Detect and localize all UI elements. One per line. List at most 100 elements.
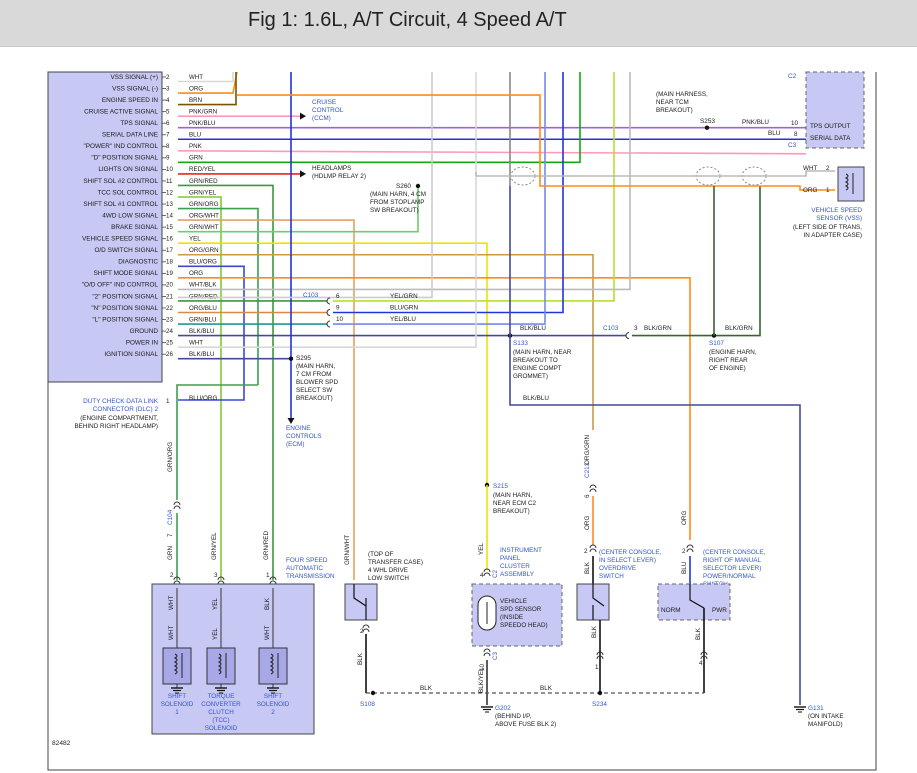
ecm-pin-wire-color: ORG/GRN (189, 247, 219, 254)
ecm-pin-number: 2 (166, 74, 170, 81)
wire-label: GRN (167, 546, 174, 560)
ecm-pin-label: SHIFT MODE SIGNAL (93, 270, 158, 277)
od-switch-label: OVERDRIVE (599, 565, 636, 572)
wire-org-vss1 (237, 94, 835, 191)
vss-sensor-name: SENSOR (VSS) (816, 215, 862, 222)
wire-org-vss-minus (178, 71, 238, 94)
splice-s260-label: S260 (396, 183, 411, 190)
ecm-pin-number: 5 (166, 108, 170, 115)
ecm-pin-wire-color: YEL (189, 236, 201, 243)
splice-s260-desc: (MAIN HARN, 4 CM (370, 191, 426, 198)
wire-label: BLK (540, 685, 553, 692)
ecm-pin-number: 20 (166, 282, 173, 289)
ecm-pin-wire-color: BLU (189, 132, 201, 139)
ground-g202-label: G202 (495, 705, 511, 712)
wire-label: BLK (264, 597, 271, 610)
cluster-label: PANEL (500, 555, 521, 562)
tcm-box (805, 71, 865, 149)
ecm-pin-number: 14 (166, 212, 173, 219)
wire-label: YEL (478, 543, 485, 555)
ecm-pin-wire-color: RED/YEL (189, 166, 216, 173)
wire-label: WHT (168, 596, 175, 610)
connector-c103-label: C103 (603, 325, 619, 332)
diagram-frame (47, 72, 877, 771)
connector-c2-label: C2 (788, 73, 797, 80)
transmission-pin-icon (217, 576, 225, 585)
arrow-down-icon (287, 418, 295, 424)
pin-number: 10 (479, 663, 486, 671)
splice-s107-desc: RIGHT REAR (709, 357, 748, 364)
ecm-pin-label: ENGINE SPEED IN (102, 97, 158, 104)
connector-pin-number: 7 (167, 533, 174, 537)
wire-wht-top-return (178, 72, 433, 299)
ecm-pin-wire-color: PNK/BLU (189, 120, 215, 127)
connector-c104-label: C104 (167, 509, 174, 525)
splice-s108-label: S108 (360, 701, 375, 708)
coil-icon (844, 173, 849, 191)
connector-pin-number: 6 (584, 494, 591, 498)
pin-number: 4 (699, 660, 703, 667)
transmission-pin-number: 1 (266, 572, 270, 579)
ecm-pin-label: "POWER" IND CONTROL (84, 143, 159, 150)
ecm-arrow-label: ENGINE (286, 425, 311, 432)
splice-s260-dot (415, 183, 421, 189)
connector-c2-label: C2 (492, 569, 499, 578)
ecm-pin-wire-color: GRN/ORG (189, 201, 219, 208)
splice-s107-desc: OF ENGINE) (709, 365, 746, 372)
title-bar: Fig 1: 1.6L, A/T Circuit, 4 Speed A/T (0, 0, 917, 47)
arrow-right-icon (300, 112, 306, 120)
ecm-pin-wire-color: BLK/BLU (189, 351, 214, 358)
splice-s108-dot (370, 690, 376, 696)
wire-label: BLK (357, 652, 364, 665)
splice-s253-desc: BREAKOUT) (656, 107, 693, 114)
dlc-location: (ENGINE COMPARTMENT, (80, 415, 158, 422)
ecm-pin-number: 16 (166, 236, 173, 243)
shift-solenoid-2-label: SOLENOID (257, 701, 290, 708)
wire-yel-blu-lpos (333, 72, 546, 325)
ecm-pin-label: 4WD LOW SIGNAL (102, 212, 158, 219)
switch-norm-label: NORM (661, 607, 681, 614)
ecm-pin-wire-color: ORG/BLU (189, 305, 217, 312)
wire-grn-red-sol2 (178, 184, 274, 580)
connector-icon (596, 651, 604, 660)
vss-pin-wire: ORG (803, 187, 817, 194)
switch-contact-icon (592, 584, 605, 607)
wire-label: GRN/RED (263, 531, 270, 560)
wire-label: BLK/BLU (523, 395, 549, 402)
ecm-connector-box (47, 71, 163, 383)
cluster-label: INSTRUMENT (500, 547, 542, 554)
power-normal-switch-label: (CENTER CONSOLE, (703, 549, 766, 556)
tcc-solenoid-label: (TCC) (212, 717, 229, 724)
ecm-pin-label: IGNITION SIGNAL (104, 351, 158, 358)
wire-org-shift-mode (178, 277, 691, 540)
connector-pin-number: 3 (634, 325, 638, 332)
ecm-pin-wire-color: PNK/GRN (189, 108, 217, 115)
ecm-pin-number: 24 (166, 328, 173, 335)
wire-brn-engine-speed (178, 72, 237, 106)
wire-label: BLK (420, 685, 433, 692)
wire-grn-org-sol1 (178, 207, 259, 385)
connector-c104-icon (173, 501, 181, 510)
transfer-case-switch-label: TRANSFER CASE) (368, 559, 423, 566)
pin-number: 2 (682, 548, 686, 555)
wire-label: BLU/ORG (189, 395, 217, 402)
wire-label: GRN/WHT (344, 535, 351, 565)
splice-s215-desc: BREAKOUT) (493, 508, 530, 515)
pin-number: 4 (480, 572, 484, 579)
speed-sensor-label: SPEEDO HEAD) (500, 622, 548, 629)
wire-label: YEL/GRN (390, 293, 418, 300)
connector-c103-pin-icon (326, 297, 331, 305)
cluster-label: ASSEMBLY (500, 571, 535, 578)
wire-label: BLU (768, 130, 781, 137)
transfer-case-switch-label: 4 WHL DRIVE (368, 567, 408, 574)
vss-pin-number: 1 (826, 187, 830, 194)
transfer-case-switch-label: (TOP OF (368, 551, 393, 558)
connector-icon (483, 568, 491, 577)
power-normal-switch-box (657, 583, 731, 621)
coil-icon (173, 653, 178, 675)
ground-g131-desc: MANIFOLD) (808, 721, 843, 728)
ecm-pin-number: 23 (166, 316, 173, 323)
switch-contact-icon (353, 584, 367, 607)
splice-s107-label: S107 (709, 340, 724, 347)
wire-label: BLK (584, 561, 591, 574)
